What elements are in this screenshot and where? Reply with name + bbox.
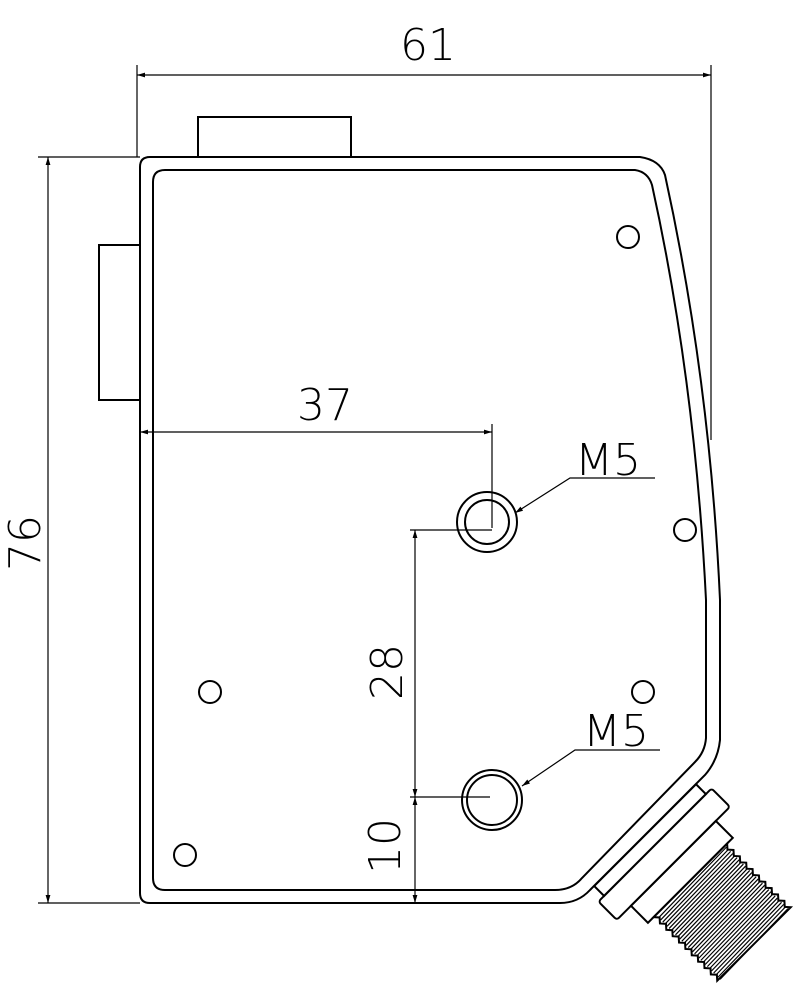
connector-flange bbox=[598, 788, 730, 920]
hole-upper-inner bbox=[464, 499, 510, 545]
thread-line bbox=[702, 891, 772, 963]
thread-line bbox=[670, 859, 740, 931]
thread-line bbox=[698, 887, 768, 959]
thread-line bbox=[664, 853, 734, 925]
dimension-height: 76 bbox=[0, 156, 140, 904]
callout-lower-hole: M5 bbox=[521, 706, 660, 787]
body-inner-outline bbox=[152, 169, 707, 891]
connector-thread bbox=[651, 841, 794, 984]
hole-lower-outer bbox=[461, 769, 523, 831]
hole-lower-inner bbox=[466, 774, 518, 826]
thread-line bbox=[689, 878, 759, 951]
thread-line bbox=[717, 906, 787, 978]
dimension-width: 61 bbox=[136, 20, 712, 440]
thread-line bbox=[660, 848, 729, 921]
thread-line bbox=[662, 850, 732, 923]
small-hole bbox=[198, 680, 222, 704]
dimension-hole-bottom-label: 10 bbox=[360, 818, 411, 874]
thread-line bbox=[677, 865, 746, 938]
sensor-body bbox=[98, 116, 721, 904]
connector bbox=[592, 782, 794, 984]
mounting-holes bbox=[173, 225, 697, 867]
left-tab bbox=[98, 244, 141, 401]
dimension-hole-spacing-label: 28 bbox=[362, 644, 413, 700]
callout-lower-hole-label: M5 bbox=[583, 706, 649, 757]
thread-line bbox=[706, 895, 776, 968]
thread-line bbox=[711, 899, 780, 972]
small-hole bbox=[616, 225, 640, 249]
body-outer-outline bbox=[139, 156, 721, 904]
thread-line bbox=[709, 897, 778, 970]
thread-line bbox=[713, 901, 783, 974]
callout-upper-hole-label: M5 bbox=[575, 435, 641, 486]
dimension-hole-horizontal-label: 37 bbox=[297, 380, 353, 431]
dimension-hole-vertical: 28 10 bbox=[360, 529, 492, 903]
dimension-height-label: 76 bbox=[0, 515, 51, 571]
thread-line bbox=[658, 846, 727, 919]
thread-line bbox=[679, 867, 749, 940]
connector-base bbox=[592, 782, 708, 898]
small-hole bbox=[173, 843, 197, 867]
thread-line bbox=[704, 893, 774, 965]
thread-line bbox=[694, 882, 763, 955]
thread-line bbox=[719, 908, 789, 980]
thread-line bbox=[700, 889, 770, 961]
hole-upper-outer bbox=[456, 491, 518, 553]
thread-line bbox=[685, 874, 755, 946]
top-tab bbox=[197, 116, 352, 158]
thread-line bbox=[681, 870, 751, 942]
dimension-hole-horizontal: 37 bbox=[140, 380, 493, 528]
thread-line bbox=[666, 855, 736, 927]
callout-upper-hole: M5 bbox=[514, 435, 655, 514]
small-hole bbox=[673, 518, 697, 542]
thread-line bbox=[687, 876, 757, 948]
thread-line bbox=[675, 863, 744, 936]
thread-line bbox=[696, 884, 766, 957]
small-hole bbox=[631, 680, 655, 704]
thread-line bbox=[672, 861, 742, 934]
thread-line bbox=[715, 903, 785, 976]
thread-line bbox=[668, 857, 738, 929]
dimension-width-label: 61 bbox=[400, 20, 456, 71]
thread-line bbox=[692, 880, 761, 953]
thread-line bbox=[683, 872, 753, 944]
